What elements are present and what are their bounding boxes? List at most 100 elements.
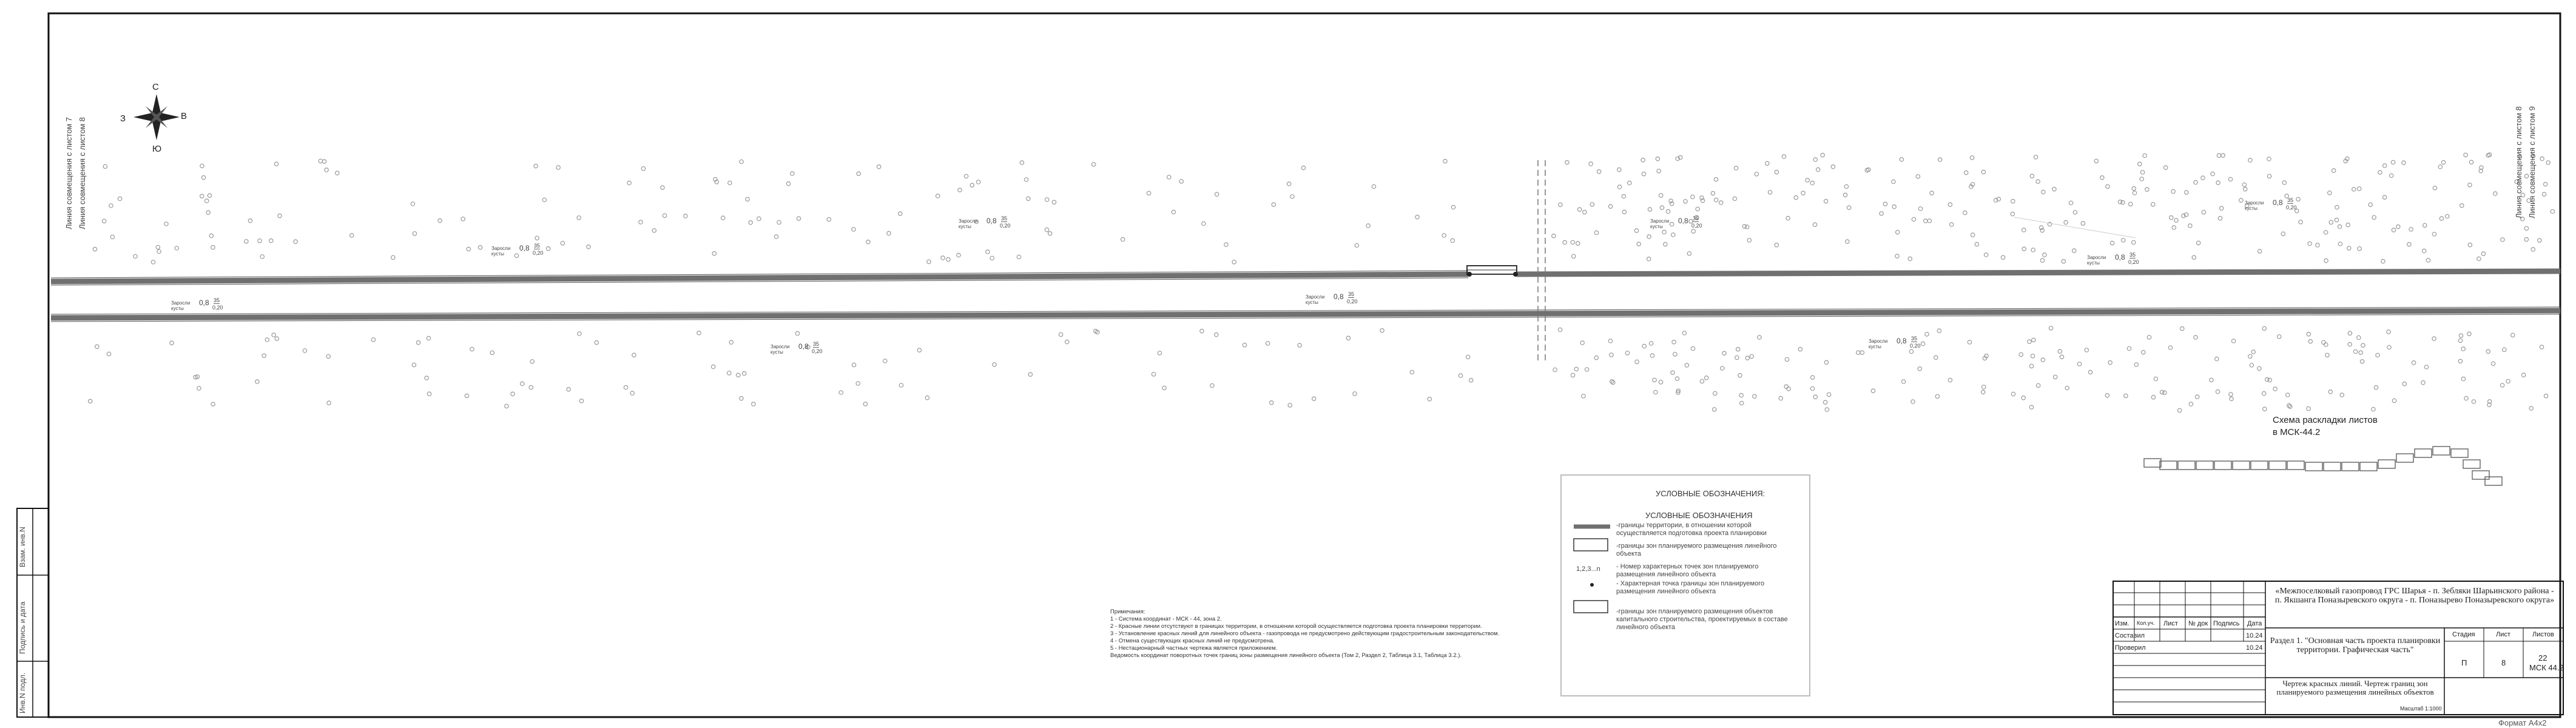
territory-boundary-lower	[50, 308, 2561, 321]
terrain-dot	[1784, 384, 1789, 389]
compass-south: Ю	[152, 144, 162, 154]
terrain-dot	[1047, 231, 1053, 236]
terrain-dot	[1565, 160, 1570, 165]
terrain-dot	[2021, 246, 2027, 252]
terrain-dot	[1901, 379, 1906, 384]
terrain-dot	[777, 220, 781, 225]
terrain-dot	[1669, 221, 1674, 227]
compass-rose	[133, 94, 180, 140]
scheme-sheet-cell	[2450, 448, 2469, 458]
scheme-sheet-cell	[2484, 476, 2503, 486]
sheet-frame	[47, 12, 2561, 718]
terrain-dot	[652, 228, 657, 233]
tb-section-title: Раздел 1. "Основная часть проекта планир…	[2270, 636, 2441, 655]
terrain-dot	[2191, 255, 2197, 260]
terrain-dot	[974, 219, 979, 224]
terrain-dot	[632, 352, 636, 358]
terrain-dot	[866, 239, 871, 244]
terrain-dot	[696, 330, 701, 335]
terrain-dot	[1026, 196, 1031, 201]
terrain-dot	[244, 239, 249, 244]
terrain-dot	[2117, 199, 2123, 204]
terrain-dot	[2461, 376, 2466, 382]
terrain-dot	[2249, 363, 2254, 368]
terrain-dot	[1688, 218, 1693, 224]
scheme-sheet-cell	[2214, 460, 2232, 470]
terrain-dot	[204, 198, 209, 203]
terrain-dot	[1441, 233, 1447, 238]
terrain-dot	[1810, 386, 1815, 391]
terrain-dot	[714, 180, 720, 184]
terrain-dot	[2184, 190, 2189, 195]
terrain-dot	[1927, 218, 1932, 223]
terrain-dot	[751, 402, 756, 406]
terrain-dot	[1843, 192, 1848, 198]
terrain-dot	[2315, 243, 2320, 248]
terrain-dot	[739, 396, 744, 401]
terrain-dot	[1895, 254, 1900, 259]
terrain-dot	[2228, 177, 2233, 182]
terrain-dot	[157, 249, 161, 254]
terrain-dot	[2537, 238, 2542, 243]
terrain-dot	[2244, 203, 2250, 209]
terrain-dot	[207, 193, 212, 198]
terrain-dot	[1911, 217, 1917, 222]
terrain-dot	[211, 402, 215, 407]
terrain-dot	[1947, 202, 1953, 207]
terrain-dot	[477, 244, 483, 250]
terrain-dot	[851, 227, 856, 232]
compass-east: В	[181, 111, 187, 121]
terrain-dot	[2345, 156, 2350, 161]
terrain-dot	[2261, 391, 2267, 396]
terrain-dot	[117, 196, 123, 201]
terrain-dot	[2163, 165, 2168, 170]
terrain-dot	[530, 359, 535, 364]
terrain-dot	[1588, 161, 1593, 166]
terrain-dot	[1648, 341, 1654, 346]
terrain-dot	[1745, 356, 1750, 361]
terrain-dot	[1967, 340, 1972, 345]
terrain-dot	[1699, 195, 1704, 200]
terrain-dot	[886, 231, 891, 236]
terrain-dot	[2461, 346, 2466, 351]
terrain-dot	[2031, 337, 2036, 343]
veg-label-num: 35	[2129, 252, 2136, 258]
terrain-dot	[1778, 396, 1784, 401]
notes-line-2: 2 - Красные линии отсутствуют в границах…	[1110, 623, 1482, 630]
scheme-sheet-cell	[2341, 462, 2359, 471]
terrain-dot	[1713, 197, 1719, 203]
terrain-dot	[2209, 377, 2214, 383]
terrain-dot	[2411, 360, 2416, 365]
terrain-dot	[2108, 360, 2113, 365]
terrain-dot	[2308, 339, 2313, 344]
terrain-dot	[627, 180, 632, 186]
terrain-dot	[2359, 359, 2365, 364]
terrain-dot	[2196, 240, 2201, 246]
terrain-dot	[1647, 234, 1651, 239]
terrain-dot	[248, 218, 253, 223]
terrain-dot	[371, 337, 376, 342]
terrain-dot	[963, 174, 969, 179]
terrain-dot	[2220, 153, 2225, 158]
tb-hdr-podpis: Подпись	[2213, 620, 2240, 627]
terrain-dot	[424, 376, 430, 380]
terrain-dot	[1380, 328, 1384, 333]
terrain-dot	[2444, 214, 2450, 219]
terrain-dot	[2540, 156, 2544, 161]
terrain-dot	[2458, 338, 2463, 343]
terrain-dot	[2467, 331, 2472, 337]
terrain-dot	[2327, 190, 2332, 195]
terrain-dot	[990, 255, 995, 261]
terrain-dot	[426, 335, 431, 341]
terrain-dot	[2216, 180, 2220, 186]
terrain-dot	[2294, 208, 2299, 214]
terrain-dot	[326, 354, 331, 359]
terrain-dot	[1733, 166, 1739, 170]
terrain-dot	[736, 372, 741, 378]
tb-drawing-title: Чертеж красных линий. Чертеж границ зон …	[2276, 679, 2434, 696]
terrain-dot	[2200, 175, 2205, 181]
terrain-dot	[1091, 162, 1096, 167]
